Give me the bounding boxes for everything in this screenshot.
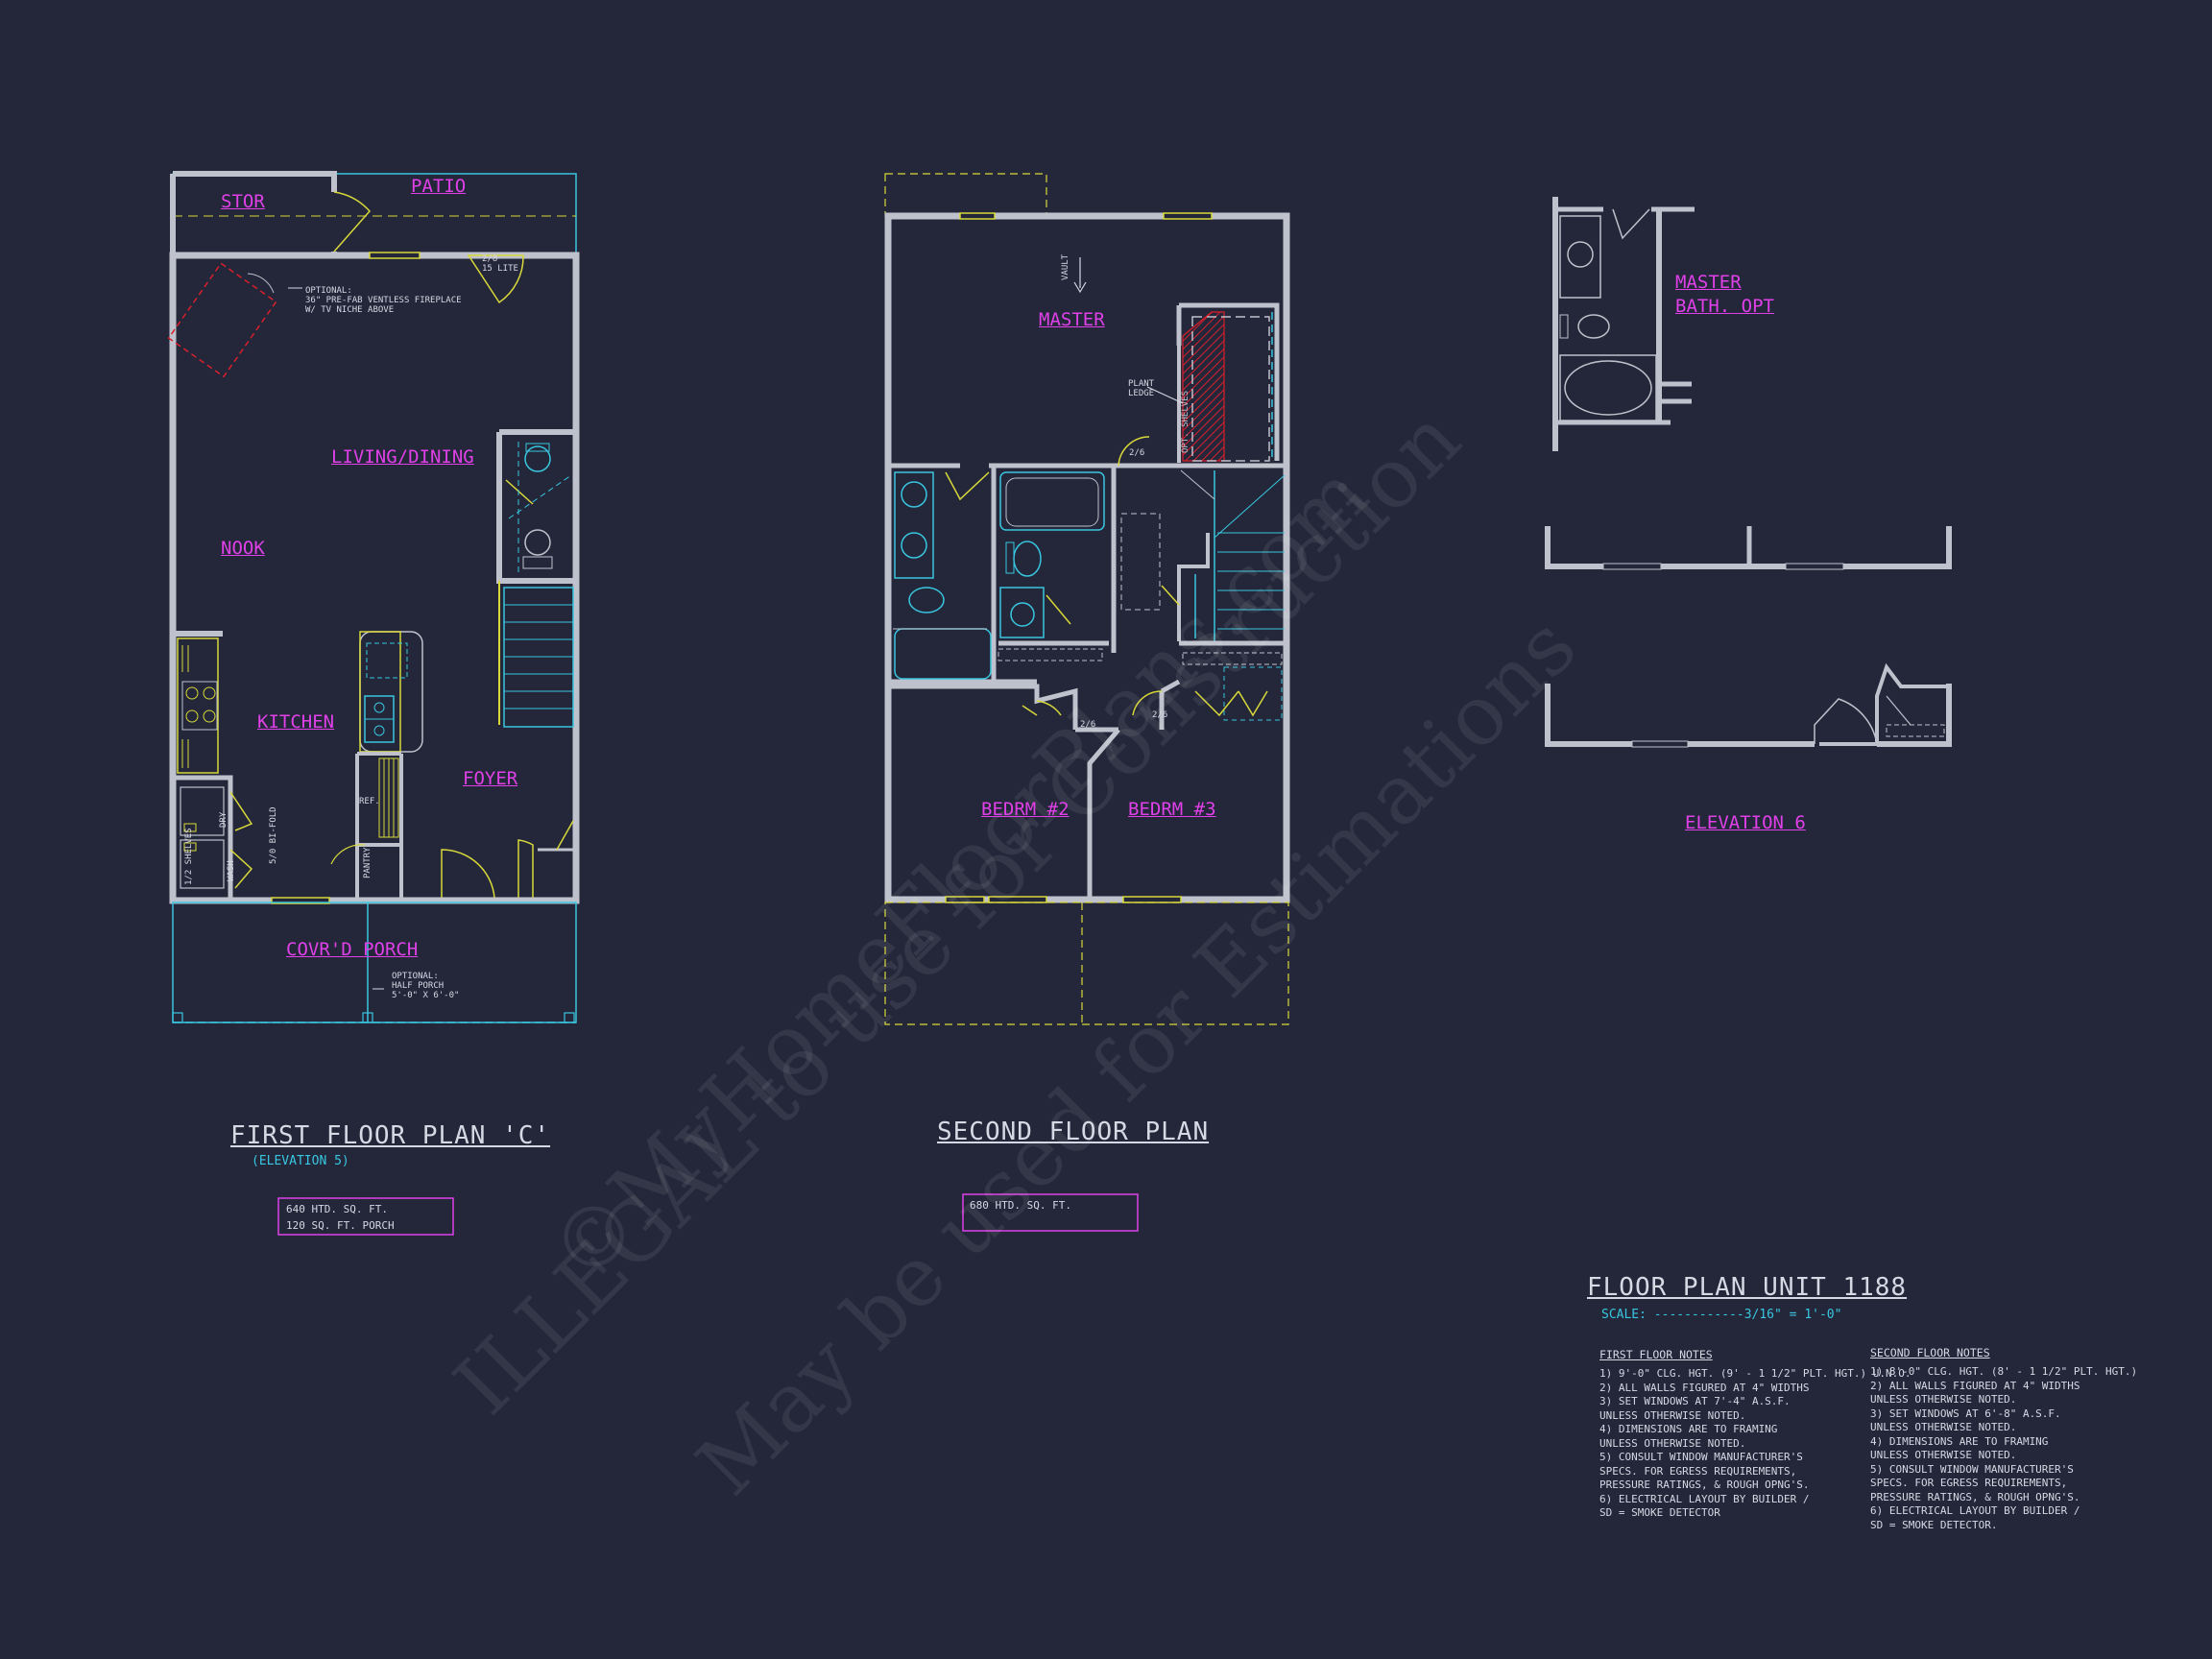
room-label-bedrm-2: BEDRM #2 bbox=[981, 799, 1070, 820]
master-bath-opt-label: MASTER BATH. OPT bbox=[1675, 272, 1774, 317]
title-block-title: FLOOR PLAN UNIT 1188 bbox=[1587, 1273, 1908, 1302]
pantry-label: PANTRY bbox=[363, 847, 373, 878]
second-note-line: 1) 8'-0" CLG. HGT. (8' - 1 1/2" PLT. HGT… bbox=[1870, 1365, 2138, 1378]
first-note-line: SD = SMOKE DETECTOR bbox=[1599, 1506, 1720, 1519]
second-note-line: 5) CONSULT WINDOW MANUFACTURER'S bbox=[1870, 1462, 2074, 1476]
second-note-line: SPECS. FOR EGRESS REQUIREMENTS, bbox=[1870, 1477, 2068, 1489]
first-note-line: 1) 9'-0" CLG. HGT. (9' - 1 1/2" PLT. HGT… bbox=[1599, 1367, 1911, 1380]
second-note-line: SD = SMOKE DETECTOR. bbox=[1870, 1518, 1998, 1531]
first-note-line: SPECS. FOR EGRESS REQUIREMENTS, bbox=[1599, 1464, 1797, 1478]
first-floor-notes: FIRST FLOOR NOTES 1) 9'-0" CLG. HGT. (9'… bbox=[1599, 1348, 1911, 1521]
first-floor-title: FIRST FLOOR PLAN 'C' bbox=[230, 1121, 551, 1150]
second-note-line: UNLESS OTHERWISE NOTED. bbox=[1870, 1393, 2017, 1406]
vault-label: VAULT bbox=[1061, 253, 1070, 280]
room-label-bedrm-3: BEDRM #3 bbox=[1128, 799, 1216, 820]
first-note-line: UNLESS OTHERWISE NOTED. bbox=[1599, 1436, 1746, 1450]
second-floor-notes: SECOND FLOOR NOTES 1) 8'-0" CLG. HGT. (8… bbox=[1870, 1346, 2137, 1532]
second-floor-title: SECOND FLOOR PLAN bbox=[937, 1118, 1210, 1146]
room-label-nook: NOOK bbox=[221, 538, 265, 559]
first-note-line: 5) CONSULT WINDOW MANUFACTURER'S bbox=[1599, 1451, 1803, 1463]
half-porch-note: OPTIONAL: HALF PORCH 5'-0" X 6'-0" bbox=[392, 972, 460, 1000]
second-floor-area-text: 680 HTD. SQ. FT. bbox=[970, 1199, 1071, 1212]
first-note-line: 4) DIMENSIONS ARE TO FRAMING bbox=[1599, 1423, 1778, 1435]
elevation-6-label: ELEVATION 6 bbox=[1685, 812, 1806, 833]
opt-shelves-label: OPT. SHELVES bbox=[1181, 390, 1190, 453]
wash-label: WASH bbox=[227, 860, 236, 881]
room-label-kitchen: KITCHEN bbox=[257, 711, 335, 733]
first-floor-area-box bbox=[277, 1197, 454, 1236]
room-label-porch: COVR'D PORCH bbox=[286, 939, 419, 960]
door-label-bedrm3: 2/6 bbox=[1152, 710, 1168, 720]
door-label-patio: 2/8 15 LITE bbox=[482, 254, 518, 274]
second-note-line: UNLESS OTHERWISE NOTED. bbox=[1870, 1449, 2017, 1461]
room-label-master: MASTER bbox=[1039, 309, 1105, 330]
fireplace-note: OPTIONAL: 36" PRE-FAB VENTLESS FIREPLACE… bbox=[305, 286, 462, 315]
master-bath-option bbox=[1552, 197, 1695, 451]
shelves-label: 1/2 SHELVES bbox=[184, 828, 194, 885]
first-floor-subtitle: (ELEVATION 5) bbox=[252, 1154, 349, 1168]
ref-label: REF. bbox=[359, 797, 380, 806]
second-floor-area-box bbox=[962, 1193, 1139, 1232]
second-note-line: 6) ELECTRICAL LAYOUT BY BUILDER / bbox=[1870, 1504, 2080, 1517]
dry-label: DRY bbox=[219, 811, 228, 828]
second-note-line: UNLESS OTHERWISE NOTED. bbox=[1870, 1421, 2017, 1433]
room-label-living-dining: LIVING/DINING bbox=[331, 446, 474, 468]
first-floor-area-text: 640 HTD. SQ. FT. 120 SQ. FT. PORCH bbox=[286, 1203, 395, 1232]
room-label-patio: PATIO bbox=[411, 176, 467, 197]
elevation-6-drawing bbox=[1545, 526, 1952, 748]
second-note-line: 4) DIMENSIONS ARE TO FRAMING bbox=[1870, 1434, 2049, 1448]
first-note-line: PRESSURE RATINGS, & ROUGH OPNG'S. bbox=[1599, 1479, 1810, 1491]
first-note-line: 6) ELECTRICAL LAYOUT BY BUILDER / bbox=[1599, 1492, 1810, 1505]
bifold-label: 5/0 BI-FOLD bbox=[269, 806, 278, 864]
plant-ledge-label: PLANT LEDGE bbox=[1128, 379, 1155, 398]
door-label-master: 2/6 bbox=[1129, 448, 1145, 458]
room-label-stor: STOR bbox=[221, 191, 265, 212]
second-note-line: PRESSURE RATINGS, & ROUGH OPNG'S. bbox=[1870, 1490, 2080, 1503]
second-note-line: 2) ALL WALLS FIGURED AT 4" WIDTHS bbox=[1870, 1379, 2080, 1392]
first-floor-plan bbox=[167, 171, 580, 1023]
first-note-line: UNLESS OTHERWISE NOTED. bbox=[1599, 1408, 1746, 1422]
first-floor-notes-header: FIRST FLOOR NOTES bbox=[1599, 1348, 1713, 1361]
first-note-line: 3) SET WINDOWS AT 7'-4" A.S.F. bbox=[1599, 1395, 1791, 1407]
door-label-bedrm2: 2/6 bbox=[1080, 720, 1096, 730]
first-note-line: 2) ALL WALLS FIGURED AT 4" WIDTHS bbox=[1599, 1381, 1810, 1394]
second-floor-notes-header: SECOND FLOOR NOTES bbox=[1870, 1346, 1990, 1359]
second-floor-plan bbox=[884, 173, 1290, 1025]
title-block-scale: SCALE: ------------3/16" = 1'-0" bbox=[1601, 1308, 1842, 1322]
room-label-foyer: FOYER bbox=[463, 768, 518, 789]
second-note-line: 3) SET WINDOWS AT 6'-8" A.S.F. bbox=[1870, 1407, 2061, 1420]
